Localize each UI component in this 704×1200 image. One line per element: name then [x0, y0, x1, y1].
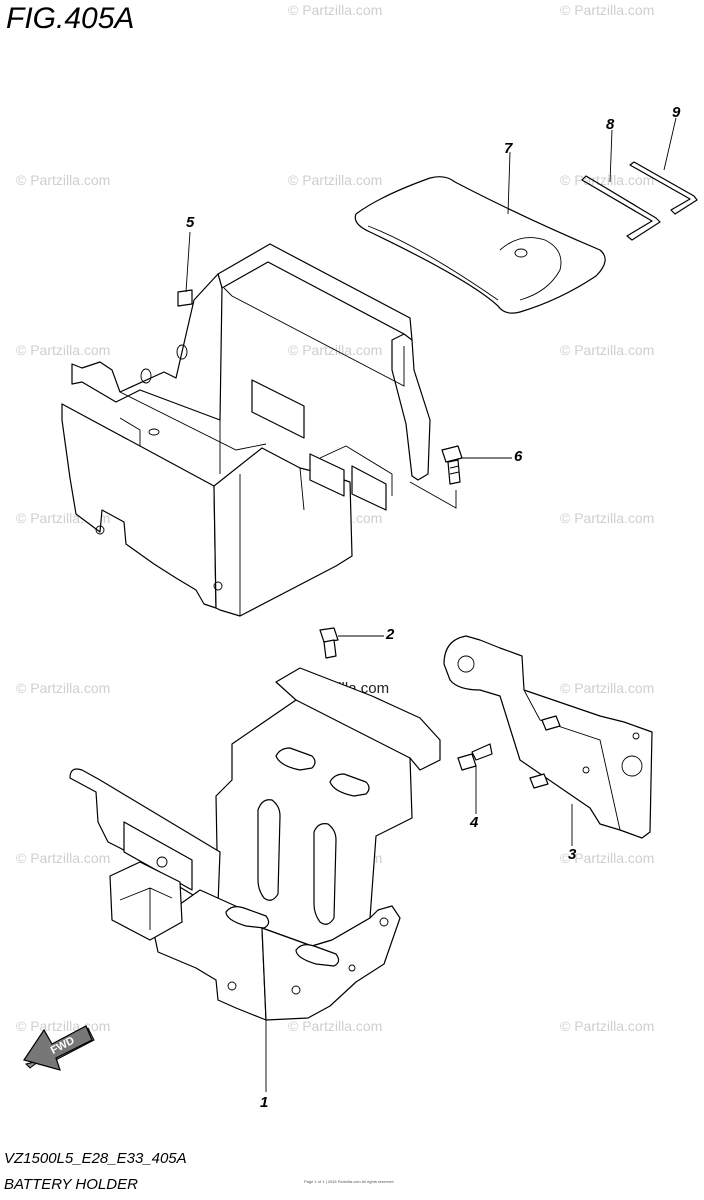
part-6-bolt[interactable]	[441, 445, 463, 485]
part-7-battery-pad[interactable]	[354, 176, 606, 314]
part-4-bolt[interactable]	[457, 743, 493, 771]
watermark-text: © Partzilla.com	[560, 342, 655, 358]
watermark-text: © Partzilla.com	[288, 172, 383, 188]
fwd-arrow-icon: FWD	[23, 1025, 95, 1071]
watermark-text: © Partzilla.com	[16, 172, 111, 188]
callout-3[interactable]: 3	[568, 846, 577, 863]
figure-name: BATTERY HOLDER	[4, 1176, 138, 1193]
watermark-text: © Partzilla.com	[560, 680, 655, 696]
callout-9[interactable]: 9	[672, 104, 681, 121]
watermark-text: © Partzilla.com	[16, 680, 111, 696]
leader-lines	[185, 117, 677, 1092]
watermark-text: © Partzilla.com	[560, 510, 655, 526]
watermark-text: © Partzilla.com	[560, 850, 655, 866]
figure-code: VZ1500L5_E28_E33_405A	[4, 1150, 187, 1167]
watermark-text: © Partzilla.com	[560, 2, 655, 18]
callout-6[interactable]: 6	[514, 448, 523, 465]
watermark-text: © Partzilla.com	[16, 342, 111, 358]
watermark-text: © Partzilla.com	[288, 1018, 383, 1034]
part-3-side-bracket[interactable]	[443, 635, 653, 839]
part-1-lower-holder[interactable]	[69, 667, 441, 1021]
callout-4[interactable]: 4	[470, 814, 479, 831]
watermark-text: © Partzilla.com	[560, 172, 655, 188]
battery-case[interactable]	[61, 243, 431, 617]
fine-print: Page 1 of 1 | 2016 Partzilla.com All rig…	[304, 1179, 394, 1184]
watermark-text: © Partzilla.com	[16, 850, 111, 866]
callout-5[interactable]: 5	[186, 214, 195, 231]
callout-8[interactable]: 8	[606, 116, 615, 133]
callout-7[interactable]: 7	[504, 140, 513, 157]
callout-1[interactable]: 1	[260, 1094, 269, 1111]
part-9-hex-wrench[interactable]	[629, 161, 698, 215]
callout-2[interactable]: 2	[386, 626, 395, 643]
watermark-text: © Partzilla.com	[288, 2, 383, 18]
part-2-bolt[interactable]	[319, 627, 339, 659]
part-8-hex-wrench[interactable]	[581, 175, 661, 241]
watermark-text: © Partzilla.com	[560, 1018, 655, 1034]
figure-title: FIG.405A	[6, 2, 135, 35]
